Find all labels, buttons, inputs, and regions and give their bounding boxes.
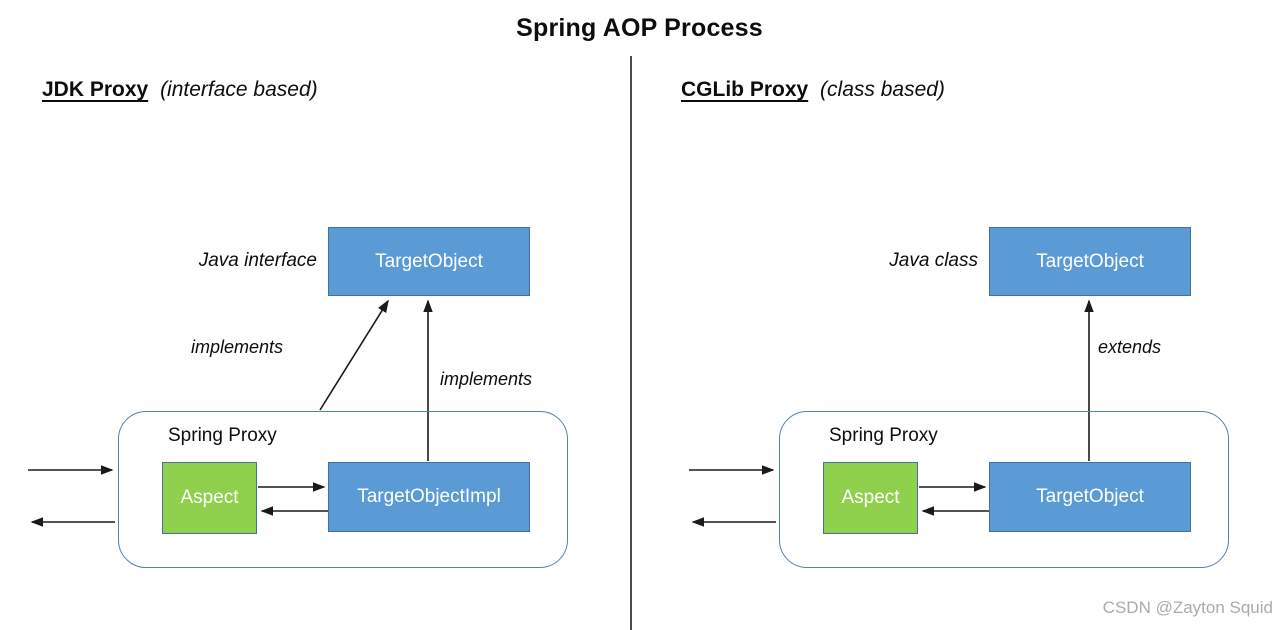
target-object-class-box: TargetObject [989, 227, 1191, 296]
jdk-proxy-heading: JDK Proxy (interface based) [42, 78, 318, 102]
jdk-proxy-heading-name: JDK Proxy [42, 78, 149, 101]
extends-label: extends [1098, 337, 1162, 357]
arrow-left-implements-diagonal [319, 299, 389, 411]
java-interface-label: Java interface [198, 250, 317, 271]
spring-proxy-container-right: Spring Proxy [779, 411, 1229, 568]
page-title: Spring AOP Process [516, 14, 763, 42]
spring-proxy-label-right: Spring Proxy [829, 425, 938, 446]
aspect-box-left: Aspect [162, 462, 257, 534]
target-object-impl-box: TargetObjectImpl [328, 462, 530, 532]
cglib-proxy-heading-name: CGLib Proxy [681, 78, 809, 101]
target-object-inner-box: TargetObject [989, 462, 1191, 532]
implements-label-vertical: implements [440, 369, 533, 389]
java-class-label: Java class [889, 250, 978, 271]
spring-proxy-label-left: Spring Proxy [168, 425, 277, 446]
target-object-interface-box: TargetObject [328, 227, 530, 296]
cglib-proxy-heading: CGLib Proxy (class based) [681, 78, 945, 102]
vertical-divider [630, 56, 632, 630]
cglib-proxy-heading-note: (class based) [820, 78, 945, 101]
jdk-proxy-heading-note: (interface based) [160, 78, 318, 101]
implements-label-diagonal: implements [191, 337, 284, 357]
aspect-box-right: Aspect [823, 462, 918, 534]
spring-proxy-container-left: Spring Proxy [118, 411, 568, 568]
watermark: CSDN @Zayton Squid [1102, 598, 1273, 617]
